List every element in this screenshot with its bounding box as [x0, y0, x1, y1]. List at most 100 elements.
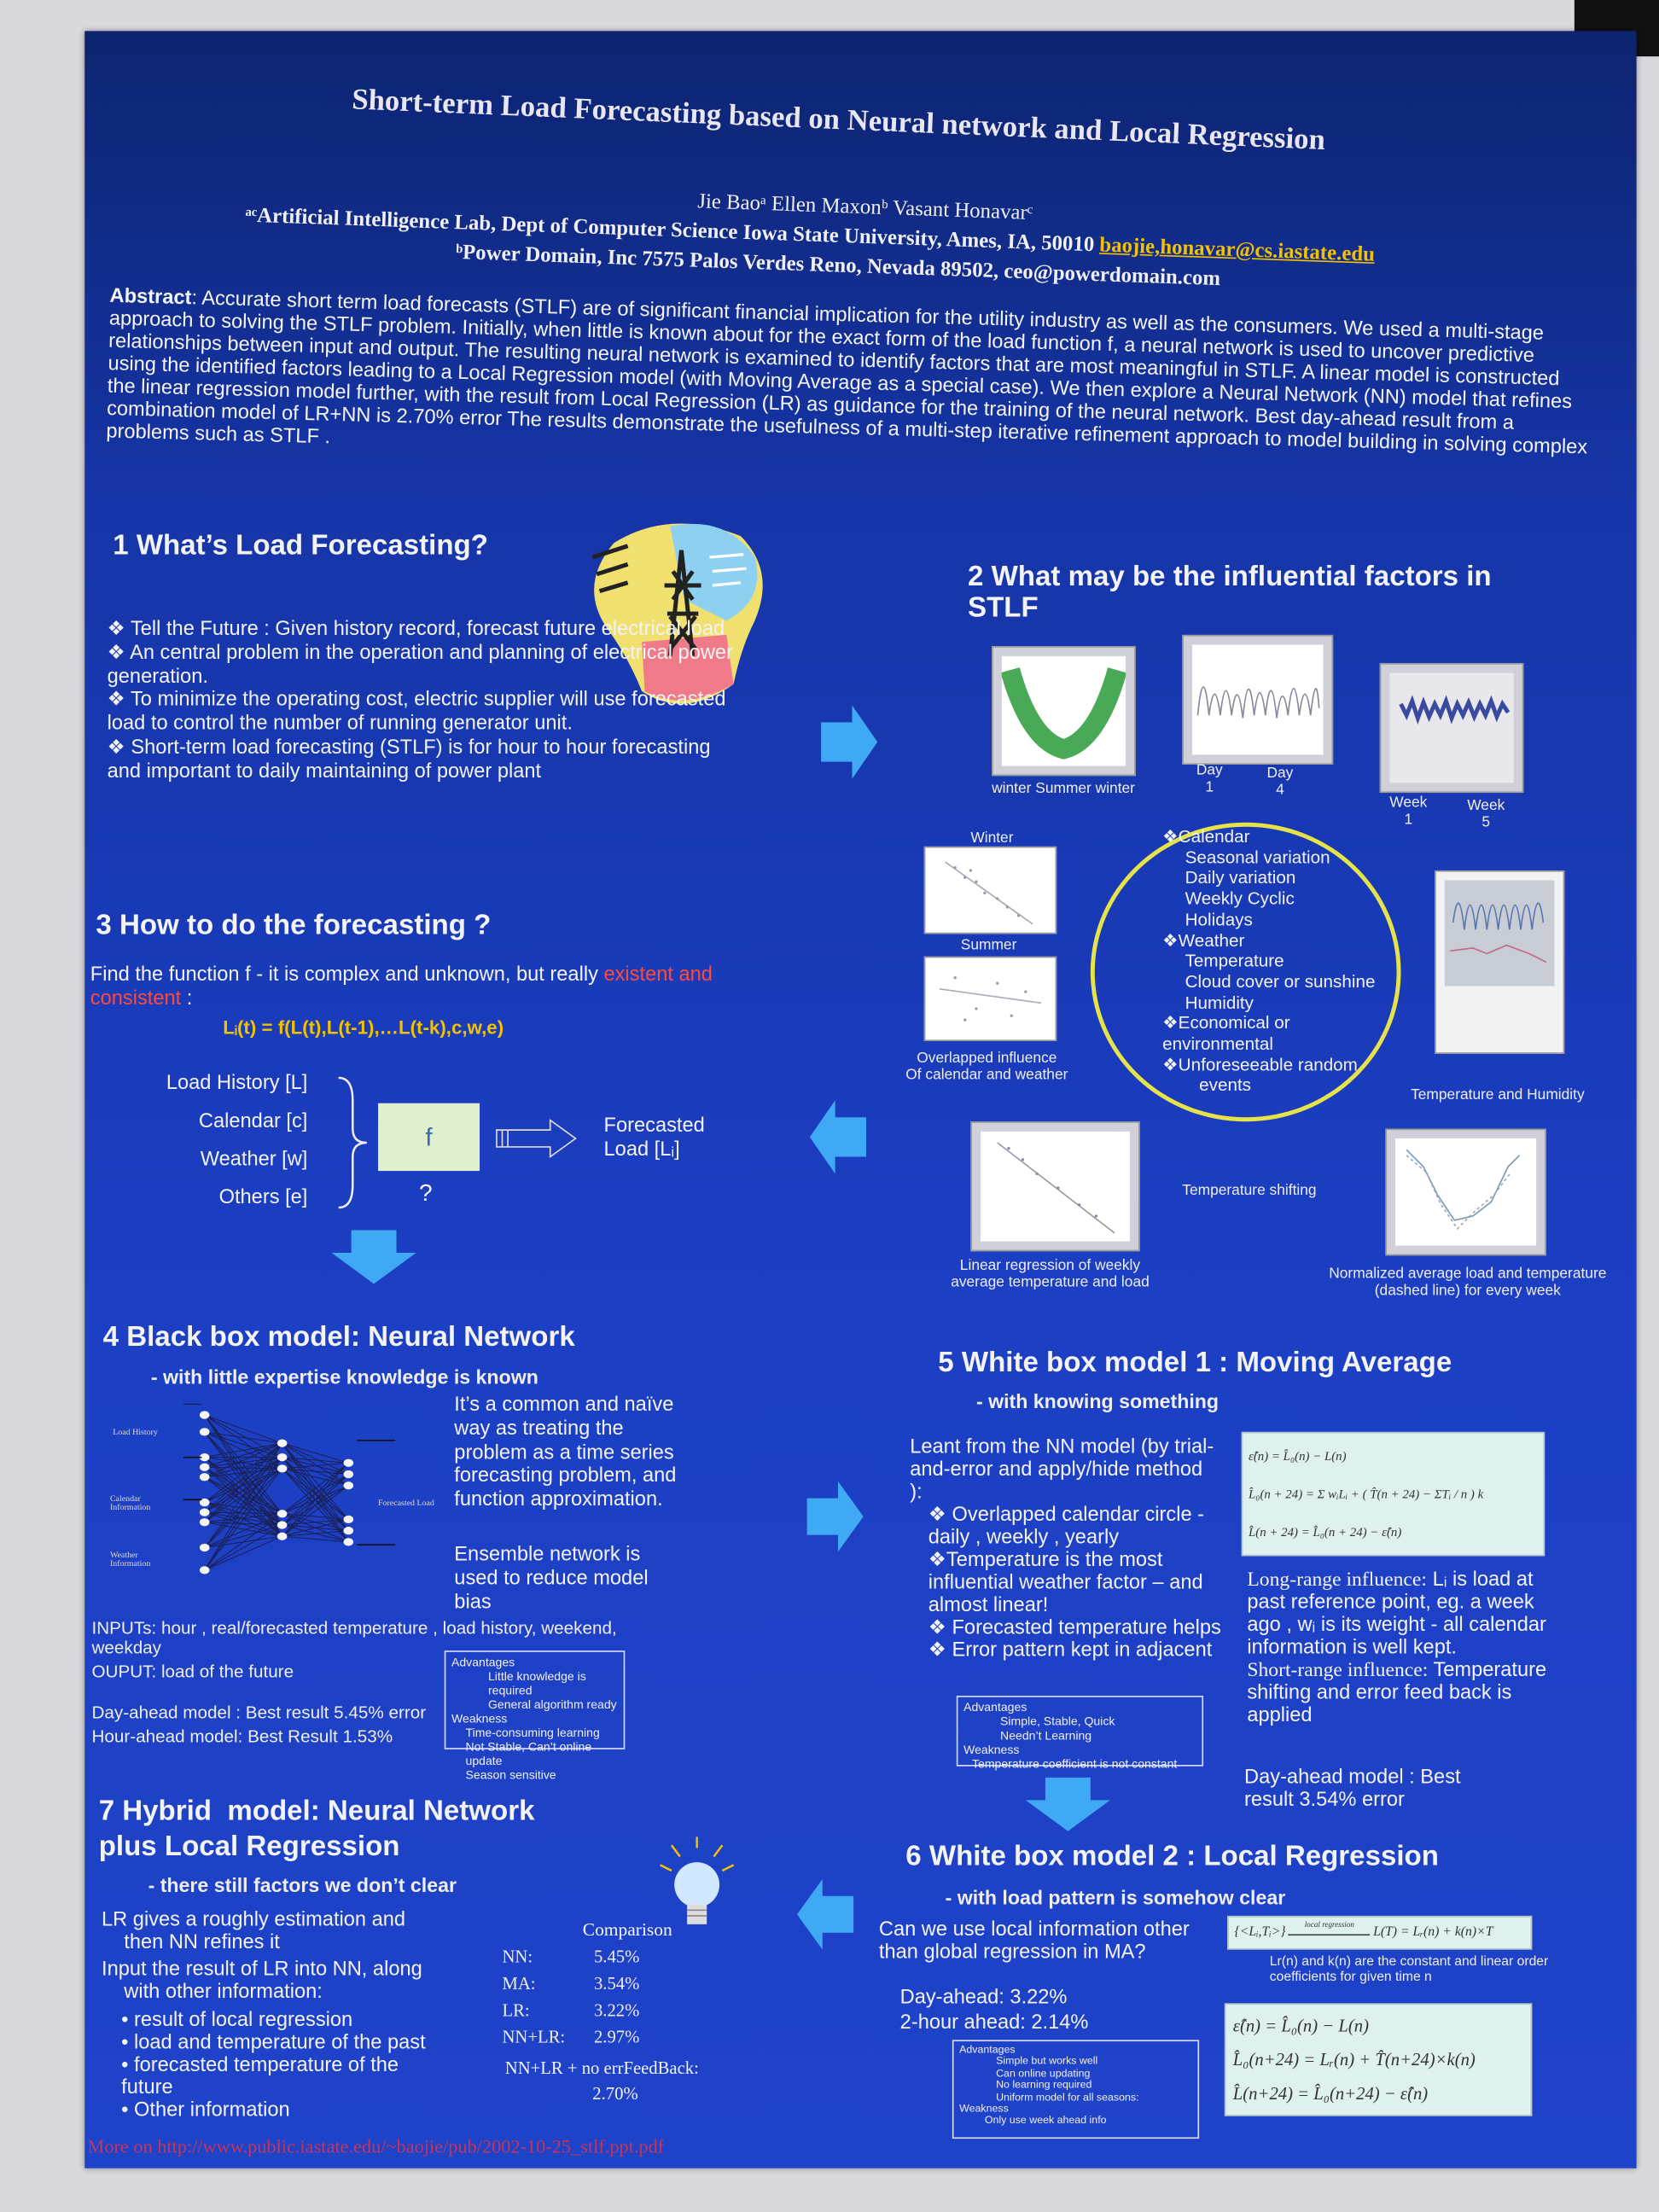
nn-label-calendar: Calendar Information [109, 1495, 151, 1513]
s4-inputs: INPUTs: hour , real/forecasted temperatu… [91, 1618, 655, 1657]
nn-node [276, 1453, 288, 1462]
temperature-humidity-chart [1435, 870, 1565, 1054]
temp-humidity-caption: Temperature and Humidity [1411, 1086, 1585, 1103]
factors-circle [1090, 822, 1401, 1122]
neural-network-diagram [183, 1403, 395, 1575]
section-6-heading: 6 White box model 2 : Local Regression [905, 1841, 1439, 1872]
formula-line: L̂(n+24) = L̂₀(n+24) − ε̂(n) [1232, 2083, 1429, 2104]
long-range-text: Lᵢ is load at past reference point, eg. … [1247, 1569, 1546, 1660]
section-7-heading: 7 Hybrid model: Neural Network plus Loca… [98, 1796, 535, 1863]
nn-connection [204, 1414, 282, 1458]
arrow-down-icon [1025, 1777, 1110, 1831]
box-item: Temperature coefficient is not constant [971, 1756, 1178, 1771]
s3-intro-text: Find the function f - it is complex and … [90, 963, 604, 987]
nn-connection [282, 1535, 349, 1543]
nn-node [276, 1521, 288, 1529]
nn-node [199, 1411, 210, 1419]
comparison-row: NN+LR:2.97% [503, 2024, 640, 2051]
temp-shift-caption: Temperature shifting [1182, 1182, 1317, 1200]
seasonal-chart-label: winter Summer winter [992, 780, 1135, 798]
s5-explanation: Long-range influence: Lᵢ is load at past… [1247, 1569, 1550, 1726]
s7-item: • result of local regression [121, 2009, 353, 2032]
nn-connection [204, 1442, 283, 1548]
s5-bullet: ❖ Error pattern kept in adjacent [928, 1639, 1213, 1662]
short-range-text: Temperature shifting and error feed back… [1247, 1659, 1547, 1727]
box-item: General algorithm ready [487, 1697, 617, 1712]
box-heading: Advantages [963, 1699, 1027, 1714]
nn-label-forecasted-load: Forecasted Load [378, 1499, 434, 1509]
poster [84, 31, 1637, 2168]
s5-bullet: ❖ Overlapped calendar circle - daily , w… [928, 1504, 1205, 1550]
nn-node [343, 1481, 354, 1490]
nn-connection [204, 1513, 282, 1548]
nn-connection [204, 1414, 282, 1470]
arrow-down-icon [331, 1230, 416, 1284]
comparison-last-model: NN+LR + no errFeedBack: [504, 2058, 699, 2079]
footer-link[interactable]: More on http://www.public.iastate.edu/~b… [87, 2135, 665, 2157]
summer-label: Summer [960, 936, 1017, 954]
factor-item: Daily variation [1185, 868, 1296, 888]
section-5-heading: 5 White box model 1 : Moving Average [938, 1347, 1452, 1379]
s7-item-text: load and temperature of the past [134, 2031, 426, 2054]
input-label: Others [e] [218, 1186, 308, 1209]
formula-set: {<Lᵢ,Tᵢ>} [1234, 1925, 1286, 1941]
section-3-heading: 3 How to do the forecasting ? [96, 910, 492, 941]
nn-node [343, 1458, 354, 1467]
weekly-load-chart [1379, 662, 1524, 794]
nn-connection [282, 1518, 349, 1537]
s4-inputs-text: INPUTs: hour , real/forecasted temperatu… [91, 1618, 617, 1658]
s5-result: Day-ahead model : Best result 3.54% erro… [1244, 1766, 1461, 1812]
arrow-right-icon [821, 705, 878, 779]
model-error: 5.45% [593, 1947, 640, 1967]
model-name: MA: [502, 1973, 536, 1994]
nn-connection [204, 1431, 282, 1444]
nn-node [276, 1464, 288, 1473]
input-label: Load History [L] [166, 1072, 308, 1095]
model-name: NN: [502, 1947, 533, 1967]
factors-list: ❖Calendar Seasonal variation Daily varia… [1162, 827, 1375, 1097]
nn-node [276, 1510, 288, 1518]
s5-pros-cons-box: Advantages Simple, Stable, Quick Needn’t… [956, 1696, 1204, 1771]
s3-inputs: Load History [L] Calendar [c] Weather [w… [153, 1065, 308, 1218]
nn-connection [204, 1442, 283, 1571]
s5-intro: Leant from the NN model (by trial-and-er… [910, 1435, 1214, 1505]
box-heading: Weakness [451, 1711, 508, 1726]
nn-connection [204, 1513, 282, 1571]
section-2-heading: 2 What may be the influential factors in… [968, 561, 1492, 624]
s1-bullet: ❖ Short-term load forecasting (STLF) is … [107, 736, 711, 783]
nn-node [199, 1566, 210, 1575]
nn-connection [282, 1474, 349, 1537]
nn-node [276, 1532, 288, 1540]
section-4-subtitle: - with little expertise knowledge is kno… [150, 1365, 538, 1388]
nn-node [199, 1508, 210, 1516]
nn-connection [204, 1476, 282, 1526]
linreg-caption: Linear regression of weekly average temp… [951, 1256, 1150, 1291]
short-range-label: Short-range influence: [1247, 1659, 1429, 1682]
box-item: Little knowledge is required [487, 1668, 586, 1697]
box-item: Needn’t Learning [1000, 1728, 1092, 1743]
formula-line: L̂(n + 24) = L̂₀(n + 24) − ε̂(n) [1248, 1525, 1402, 1540]
comparison-title: Comparison [582, 1918, 672, 1941]
nn-connection [204, 1414, 283, 1515]
s6-2hour-ahead: 2-hour ahead: 2.14% [899, 2011, 1089, 2034]
email-link[interactable]: baojie,honavar@cs.iastate.edu [1098, 234, 1376, 267]
factor-item: ❖Economical or environmental [1162, 1013, 1290, 1054]
nn-connection [282, 1442, 349, 1464]
lightbulb-icon [660, 1837, 735, 1924]
factor-item: Temperature [1185, 951, 1284, 971]
nn-connection [204, 1524, 282, 1571]
model-error: 3.54% [593, 1973, 640, 1994]
s7-item-text: forecasted temperature of the future [121, 2053, 399, 2099]
nn-connection [204, 1442, 282, 1503]
nn-connection [204, 1442, 282, 1478]
nn-node [199, 1473, 210, 1481]
nn-connection [204, 1468, 283, 1571]
factor-item: Cloud cover or sunshine [1185, 971, 1376, 992]
nn-connection [204, 1522, 282, 1537]
s7-item: • forecasted temperature of the future [121, 2053, 399, 2099]
nn-connection [204, 1457, 283, 1571]
comparison-last-error: 2.70% [592, 2083, 638, 2104]
formula-line: L̂₀(n+24) = Lᵣ(n) + T̂(n+24)×k(n) [1232, 2049, 1476, 2070]
s3-intro: Find the function f - it is complex and … [90, 963, 767, 1011]
